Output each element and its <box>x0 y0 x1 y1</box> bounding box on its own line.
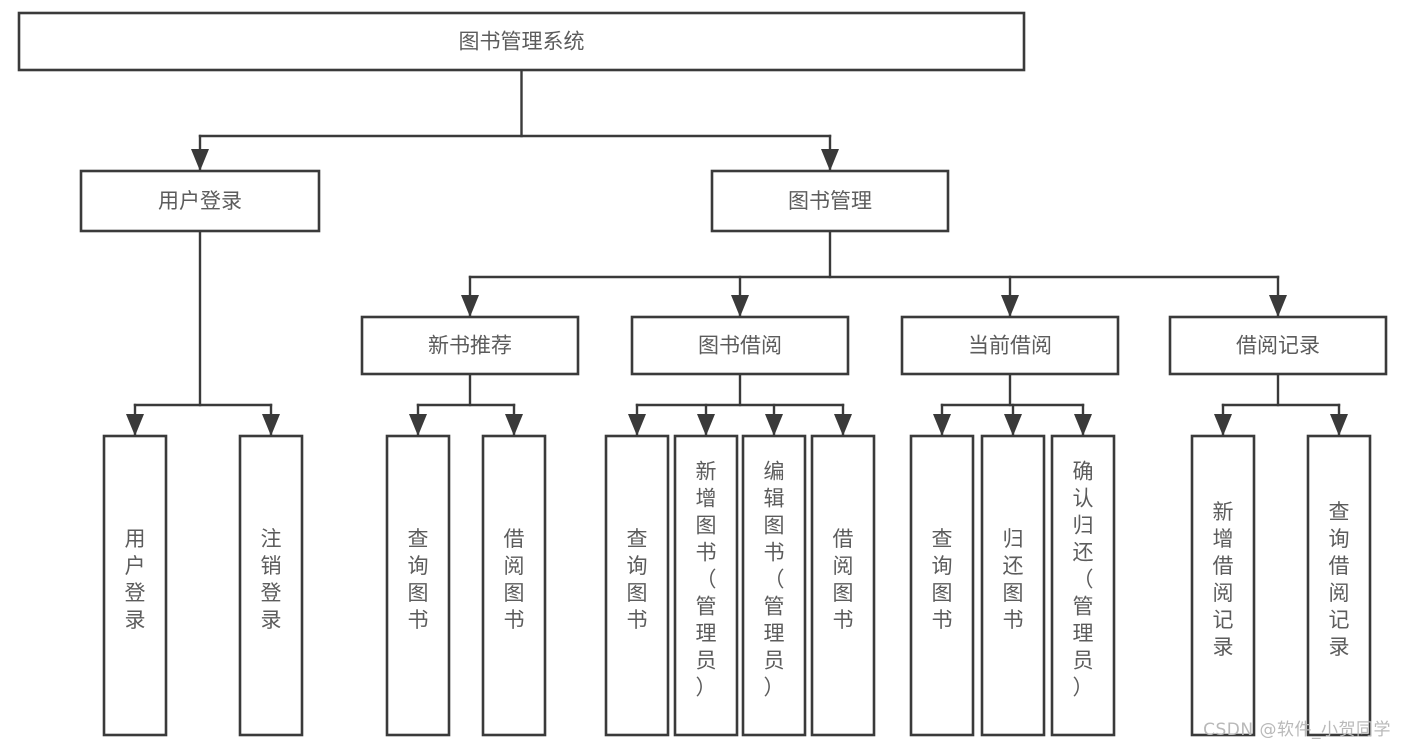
node-box[interactable] <box>481 434 547 737</box>
arrow-head-icon <box>1001 295 1019 317</box>
arrow-head-icon <box>1074 414 1092 436</box>
node-user-login[interactable]: 用户登录 <box>79 169 321 233</box>
node-box[interactable] <box>17 11 1026 72</box>
node-box[interactable] <box>1190 434 1256 737</box>
arrow-head-icon <box>1004 414 1022 436</box>
node-root[interactable]: 图书管理系统 <box>17 11 1026 72</box>
arrow-head-icon <box>1330 414 1348 436</box>
node-current-borrow[interactable]: 当前借阅 <box>900 315 1120 376</box>
node-box[interactable] <box>238 434 304 737</box>
node-leaf-logout-login[interactable]: 注销登录 <box>238 434 304 737</box>
arrow-head-icon <box>765 414 783 436</box>
node-label: 新增图书（管理员） <box>696 460 717 700</box>
node-label: 归还图书 <box>1003 527 1024 632</box>
node-label: 借阅记录 <box>1236 334 1320 358</box>
node-box[interactable] <box>1168 315 1388 376</box>
node-leaf-user-login[interactable]: 用户登录 <box>102 434 168 737</box>
node-box[interactable] <box>673 434 739 737</box>
node-box[interactable] <box>360 315 580 376</box>
node-box[interactable] <box>630 315 850 376</box>
node-leaf-return-book[interactable]: 归还图书 <box>980 434 1046 737</box>
node-borrow-record[interactable]: 借阅记录 <box>1168 315 1388 376</box>
node-label: 借阅图书 <box>833 527 854 632</box>
node-leaf-query-borrow-record[interactable]: 查询借阅记录 <box>1306 434 1372 737</box>
node-leaf-borrow-book-recommend[interactable]: 借阅图书 <box>481 434 547 737</box>
node-box[interactable] <box>102 434 168 737</box>
arrow-head-icon <box>731 295 749 317</box>
arrow-head-icon <box>262 414 280 436</box>
node-box[interactable] <box>900 315 1120 376</box>
connectors-layer <box>126 68 1348 438</box>
arrow-head-icon <box>1214 414 1232 436</box>
arrow-head-icon <box>126 414 144 436</box>
node-box[interactable] <box>604 434 670 737</box>
nodes-layer: 图书管理系统用户登录图书管理新书推荐图书借阅当前借阅借阅记录用户登录注销登录查询… <box>17 11 1388 737</box>
node-box[interactable] <box>1306 434 1372 737</box>
node-label: 注销登录 <box>261 527 282 632</box>
node-book-management[interactable]: 图书管理 <box>710 169 950 233</box>
arrow-head-icon <box>628 414 646 436</box>
node-new-book-recommend[interactable]: 新书推荐 <box>360 315 580 376</box>
node-box[interactable] <box>980 434 1046 737</box>
node-box[interactable] <box>741 434 807 737</box>
arrow-head-icon <box>505 414 523 436</box>
node-label: 图书借阅 <box>698 334 782 358</box>
node-label: 查询图书 <box>932 527 953 632</box>
node-label: 确认归还（管理员） <box>1073 460 1094 700</box>
node-box[interactable] <box>79 169 321 233</box>
node-label: 图书管理系统 <box>459 30 585 54</box>
node-box[interactable] <box>710 169 950 233</box>
node-leaf-query-book[interactable]: 查询图书 <box>604 434 670 737</box>
csdn-watermark: CSDN @软件_小贺同学 <box>1203 720 1391 740</box>
node-leaf-edit-book-admin[interactable]: 编辑图书（管理员） <box>741 434 807 737</box>
arrow-head-icon <box>461 295 479 317</box>
arrow-head-icon <box>933 414 951 436</box>
node-leaf-query-book-recommend[interactable]: 查询图书 <box>385 434 451 737</box>
node-book-borrow[interactable]: 图书借阅 <box>630 315 850 376</box>
arrow-head-icon <box>191 149 209 171</box>
arrow-head-icon <box>821 149 839 171</box>
node-box[interactable] <box>909 434 975 737</box>
node-leaf-add-book-admin[interactable]: 新增图书（管理员） <box>673 434 739 737</box>
node-label: 图书管理 <box>788 189 872 213</box>
node-label: 新增借阅记录 <box>1213 500 1234 659</box>
node-leaf-confirm-return-admin[interactable]: 确认归还（管理员） <box>1050 434 1116 737</box>
node-label: 用户登录 <box>125 527 146 632</box>
node-label: 查询借阅记录 <box>1329 500 1350 659</box>
node-leaf-add-borrow-record[interactable]: 新增借阅记录 <box>1190 434 1256 737</box>
node-leaf-borrow-book[interactable]: 借阅图书 <box>810 434 876 737</box>
node-label: 当前借阅 <box>968 334 1052 358</box>
node-box[interactable] <box>810 434 876 737</box>
node-leaf-query-book-current[interactable]: 查询图书 <box>909 434 975 737</box>
node-label: 新书推荐 <box>428 334 512 358</box>
node-label: 查询图书 <box>627 527 648 632</box>
arrow-head-icon <box>834 414 852 436</box>
node-label: 编辑图书（管理员） <box>764 460 785 700</box>
arrow-head-icon <box>697 414 715 436</box>
arrow-head-icon <box>409 414 427 436</box>
node-box[interactable] <box>1050 434 1116 737</box>
node-label: 借阅图书 <box>504 527 525 632</box>
node-label: 用户登录 <box>158 189 242 213</box>
arrow-head-icon <box>1269 295 1287 317</box>
node-box[interactable] <box>385 434 451 737</box>
node-label: 查询图书 <box>408 527 429 632</box>
